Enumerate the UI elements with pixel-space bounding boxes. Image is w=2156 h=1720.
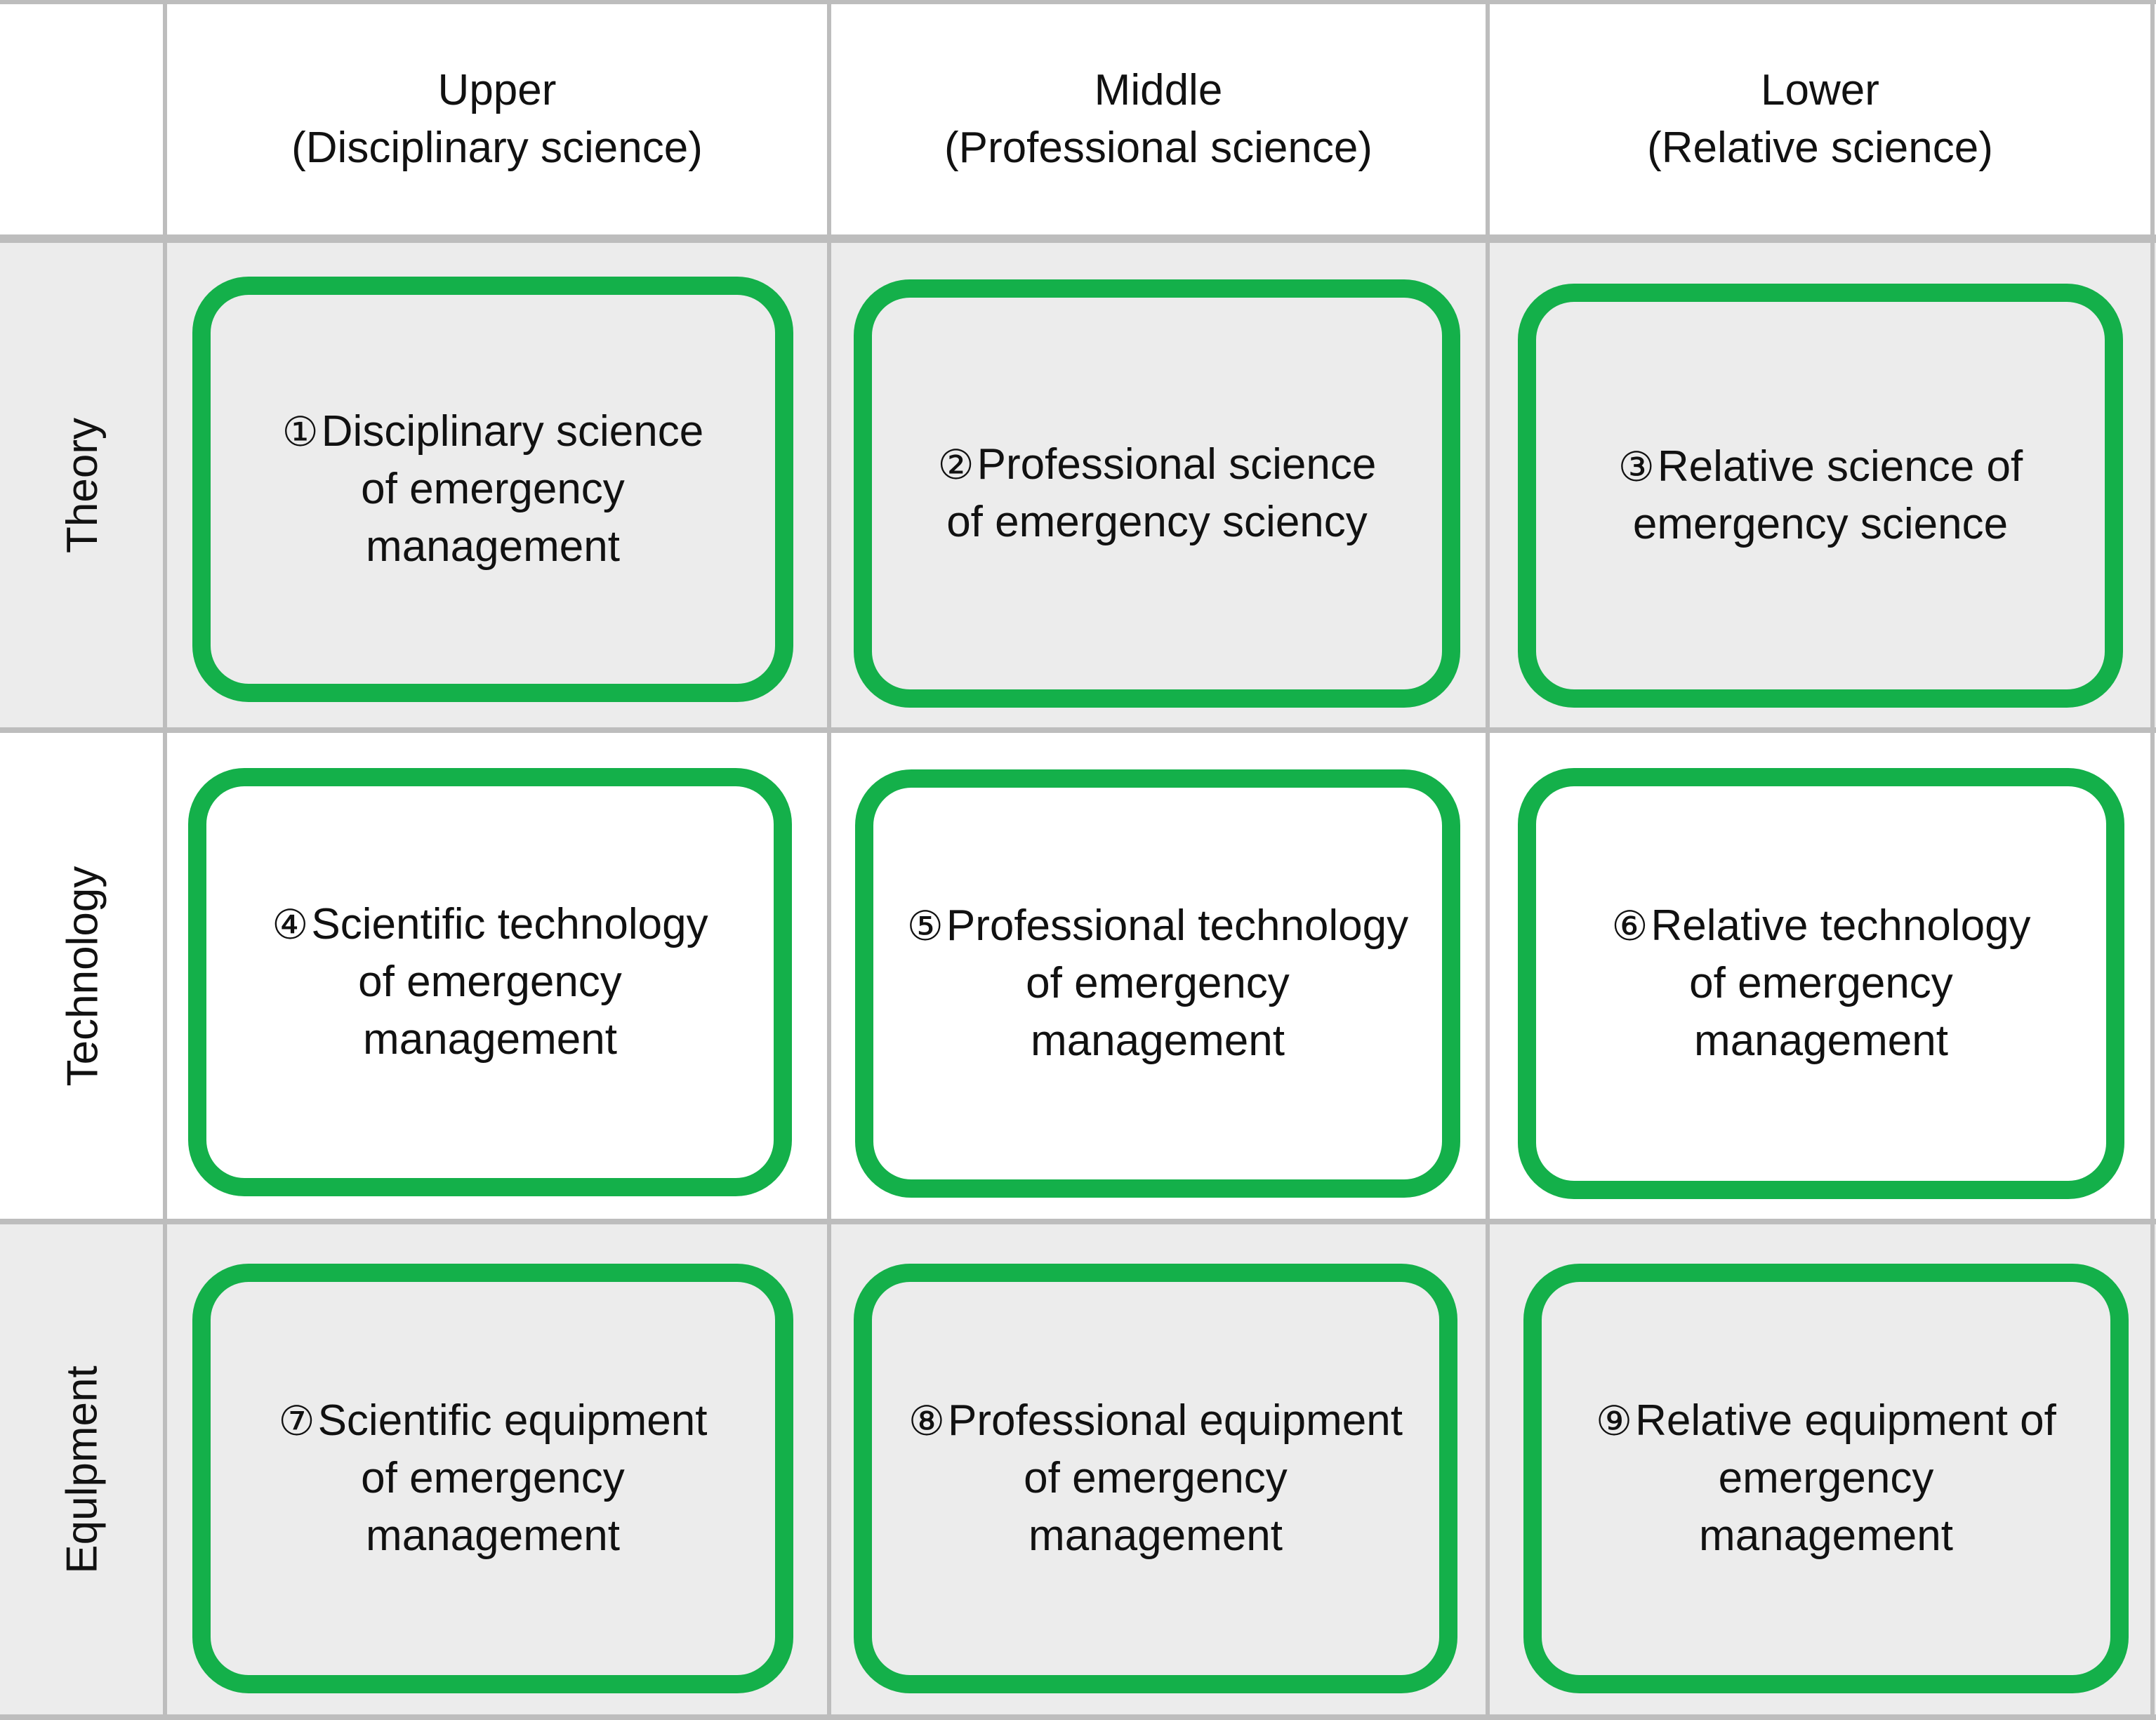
column-title: Upper (437, 66, 557, 115)
column-header-upper: Upper (Disciplinary science) (167, 0, 827, 239)
circled-number: ⑥ (1611, 904, 1648, 950)
circled-number: ② (937, 442, 974, 489)
column-title: Middle (1094, 66, 1223, 115)
cell-line: Disciplinary science (321, 407, 704, 456)
cell-line: of emergency (361, 465, 625, 514)
column-subtitle: (Disciplinary science) (291, 124, 703, 172)
cell-line: of emergency (1689, 959, 1953, 1008)
cell-line: Relative science of (1657, 442, 2023, 491)
circled-number: ⑧ (908, 1398, 946, 1445)
grid-line (2150, 0, 2155, 1720)
cell-line: of emergency (1024, 1454, 1288, 1503)
row-label-technology: Technology (0, 733, 165, 1219)
cell-box-7: ⑦Scientific equipment of emergency managem… (192, 1264, 793, 1693)
grid-line (163, 0, 167, 1720)
circled-number: ④ (272, 902, 309, 948)
row-label-text: Equlpment (58, 1365, 107, 1574)
grid-line (0, 1714, 2156, 1720)
cell-box-1: ①Disciplinary science of emergency managem… (192, 277, 793, 702)
cell-line: Relative equipment of (1635, 1396, 2056, 1446)
column-header-lower: Lower (Relative science) (1490, 0, 2150, 239)
cell-line: of emergency (361, 1454, 625, 1503)
grid-line (0, 1219, 2156, 1224)
grid-line (0, 0, 2156, 4)
grid-line (1486, 0, 1490, 1720)
cell-line: Professional science (977, 440, 1377, 489)
cell-line: emergency science (1632, 500, 2009, 548)
circled-number: ⑤ (906, 904, 944, 950)
circled-number: ⑦ (278, 1398, 315, 1445)
grid-line (0, 234, 2156, 243)
grid-line (827, 0, 831, 1720)
row-label-equipment: Equlpment (0, 1224, 165, 1714)
cell-line: management (1029, 1511, 1283, 1560)
cell-line: management (366, 1511, 620, 1560)
column-header-middle: Middle (Professional science) (831, 0, 1486, 239)
row-label-theory: Theory (0, 243, 165, 727)
row-label-text: Technology (58, 866, 107, 1086)
cell-line: management (1694, 1016, 1948, 1065)
cell-line: management (363, 1014, 617, 1064)
circled-number: ③ (1618, 444, 1655, 491)
cell-line: emergency (1718, 1454, 1934, 1503)
cell-box-9: ⑨Relative equipment of emergency managemen… (1523, 1264, 2129, 1693)
cell-box-6: ⑥Relative technology of emergency manageme… (1518, 768, 2124, 1199)
cell-line: Professional equipment (948, 1396, 1403, 1446)
circled-number: ⑨ (1596, 1398, 1633, 1445)
cell-line: management (366, 522, 620, 571)
cell-line: Scientific equipment (317, 1396, 708, 1446)
row-label-text: Theory (58, 417, 107, 553)
grid-line (0, 727, 2156, 733)
cell-line: Relative technology (1651, 901, 2031, 951)
cell-box-4: ④Scientific technology of emergency manage… (188, 768, 792, 1196)
cell-line: management (1031, 1016, 1285, 1065)
cell-box-8: ⑧Professional equipment of emergency manag… (854, 1264, 1457, 1693)
cell-box-5: ⑤Professional technology of emergency mana… (855, 769, 1460, 1198)
column-subtitle: (Professional science) (944, 124, 1373, 172)
column-title: Lower (1761, 66, 1879, 115)
cell-line: of emergency sciency (946, 498, 1368, 546)
cell-line: Professional technology (946, 901, 1409, 951)
cell-box-2: ②Professional science of emergency scienc… (854, 279, 1460, 708)
column-subtitle: (Relative science) (1647, 124, 1993, 172)
cell-line: management (1699, 1511, 1953, 1560)
cell-line: of emergency (358, 958, 622, 1007)
cell-line: of emergency (1026, 959, 1290, 1008)
cell-line: Scientific technology (311, 900, 708, 949)
circled-number: ① (282, 409, 319, 456)
cell-box-3: ③Relative science of emergency science (1518, 284, 2123, 708)
